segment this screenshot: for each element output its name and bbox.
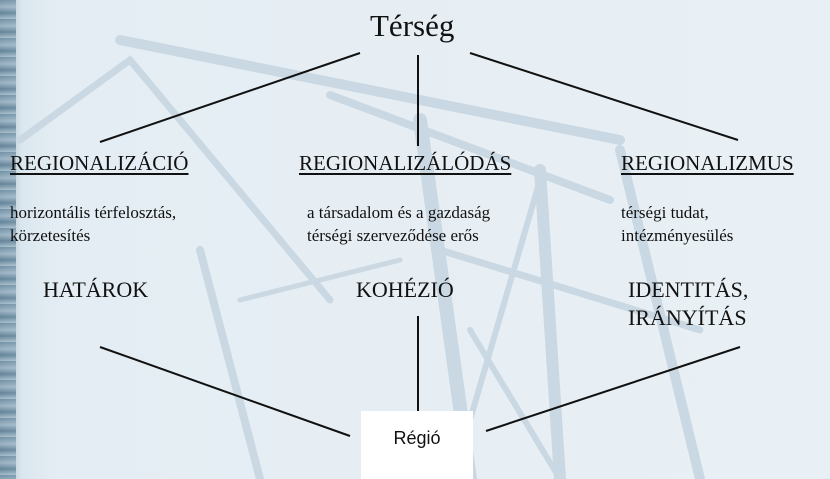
description-line: horizontális térfelosztás, [10,203,177,222]
description-line: a társadalom és a gazdaság [307,203,491,222]
description-line: intézményesülés [621,226,734,245]
keyword-line: KOHÉZIÓ [356,277,454,302]
heading-regionalizalodas: REGIONALIZÁLÓDÁS [299,151,512,175]
regio-label: Régió [393,428,441,448]
description-regionalizacio: horizontális térfelosztás, körzetesítés [10,201,176,247]
description-line: térségi tudat, [621,203,709,222]
left-edge-texture [0,0,16,479]
keyword-hatarok: HATÁROK [43,276,148,304]
keyword-line: IRÁNYÍTÁS [628,305,747,330]
regio-box: Régió [361,411,473,479]
connector-title-left [99,52,361,143]
connector-right-regio [485,346,741,432]
description-line: térségi szerveződése erős [307,226,479,245]
description-regionalizalodas: a társadalom és a gazdaság térségi szerv… [307,201,490,247]
connector-left-regio [99,346,351,437]
heading-regionalizacio: REGIONALIZÁCIÓ [10,151,189,175]
keyword-kohezio: KOHÉZIÓ [356,276,454,304]
description-line: körzetesítés [10,226,91,245]
connector-title-right [469,52,739,141]
diagram-title: Térség [370,8,455,43]
keyword-identitas-iranyitas: IDENTITÁS, IRÁNYÍTÁS [628,276,748,332]
heading-regionalizmus: REGIONALIZMUS [621,151,794,175]
keyword-line: HATÁROK [43,277,149,302]
description-regionalizmus: térségi tudat, intézményesülés [621,201,733,247]
keyword-line: IDENTITÁS, [628,277,749,302]
